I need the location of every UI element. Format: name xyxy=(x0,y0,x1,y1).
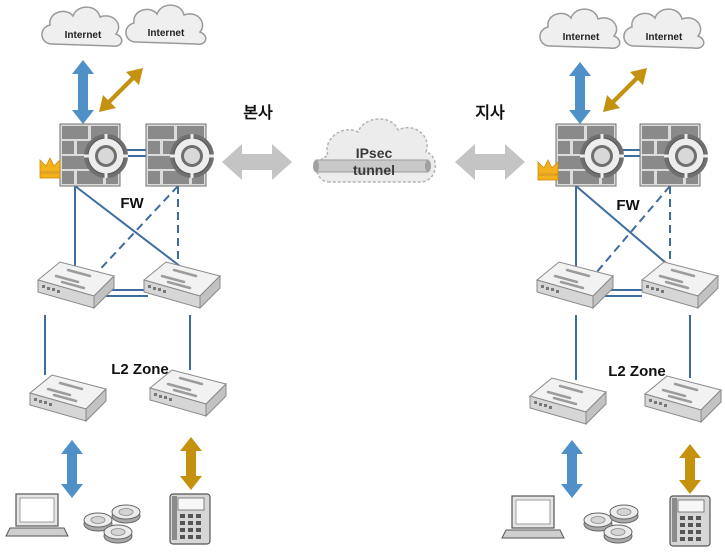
switch-icon xyxy=(535,260,615,310)
hq-gold-arrow xyxy=(99,68,143,112)
internet-label: Internet xyxy=(646,32,683,43)
hq-label: 본사 xyxy=(243,104,273,122)
branch-gold-arrow xyxy=(603,68,647,112)
switch-icon xyxy=(643,374,723,424)
internet-label: Internet xyxy=(563,32,600,43)
fw-label: FW xyxy=(616,197,640,214)
branch-blue-arrow-bottom xyxy=(561,440,583,498)
hq-internet-cloud-2: Internet xyxy=(125,4,207,46)
branch-site: Internet Internet FW L2 Zone xyxy=(501,8,723,547)
branch-internet-cloud-2: Internet xyxy=(623,8,705,50)
wireless-ap-icon xyxy=(583,504,639,544)
grey-arrow-left xyxy=(222,144,292,180)
firewall-icon xyxy=(58,122,130,188)
l2-zone-label: L2 Zone xyxy=(608,363,666,380)
switch-icon xyxy=(36,260,116,310)
switch-icon xyxy=(28,373,108,423)
grey-arrow-right xyxy=(455,144,525,180)
hq-site: Internet Internet FW L2 Zone xyxy=(5,4,228,545)
ipsec-tunnel: IPsec tunnel xyxy=(313,118,436,183)
tunnel-label-line1: IPsec xyxy=(356,145,393,161)
crown-icon xyxy=(39,157,61,179)
firewall-icon xyxy=(144,122,216,188)
hq-internet-cloud-1: Internet xyxy=(41,6,123,48)
laptop-icon xyxy=(5,493,69,537)
fw-label: FW xyxy=(120,195,144,212)
ip-phone-icon xyxy=(169,493,211,545)
l2-zone-label: L2 Zone xyxy=(111,361,169,378)
tunnel-label-line2: tunnel xyxy=(353,162,395,178)
ip-phone-icon xyxy=(669,495,711,547)
hq-gold-arrow-bottom xyxy=(180,437,202,490)
hq-blue-arrow xyxy=(72,60,94,124)
hq-blue-arrow-bottom xyxy=(61,440,83,498)
branch-gold-arrow-bottom xyxy=(679,444,701,494)
switch-icon xyxy=(528,376,608,426)
firewall-icon xyxy=(554,122,626,188)
crown-icon xyxy=(537,159,559,181)
internet-label: Internet xyxy=(65,30,102,41)
switch-icon xyxy=(142,260,222,310)
laptop-icon xyxy=(501,495,565,539)
branch-internet-cloud-1: Internet xyxy=(539,8,621,50)
switch-icon xyxy=(640,260,720,310)
internet-label: Internet xyxy=(148,28,185,39)
firewall-icon xyxy=(638,122,710,188)
wireless-ap-icon xyxy=(83,504,141,544)
branch-label: 지사 xyxy=(475,104,505,122)
branch-blue-arrow xyxy=(569,62,591,124)
branch-links xyxy=(575,149,691,380)
